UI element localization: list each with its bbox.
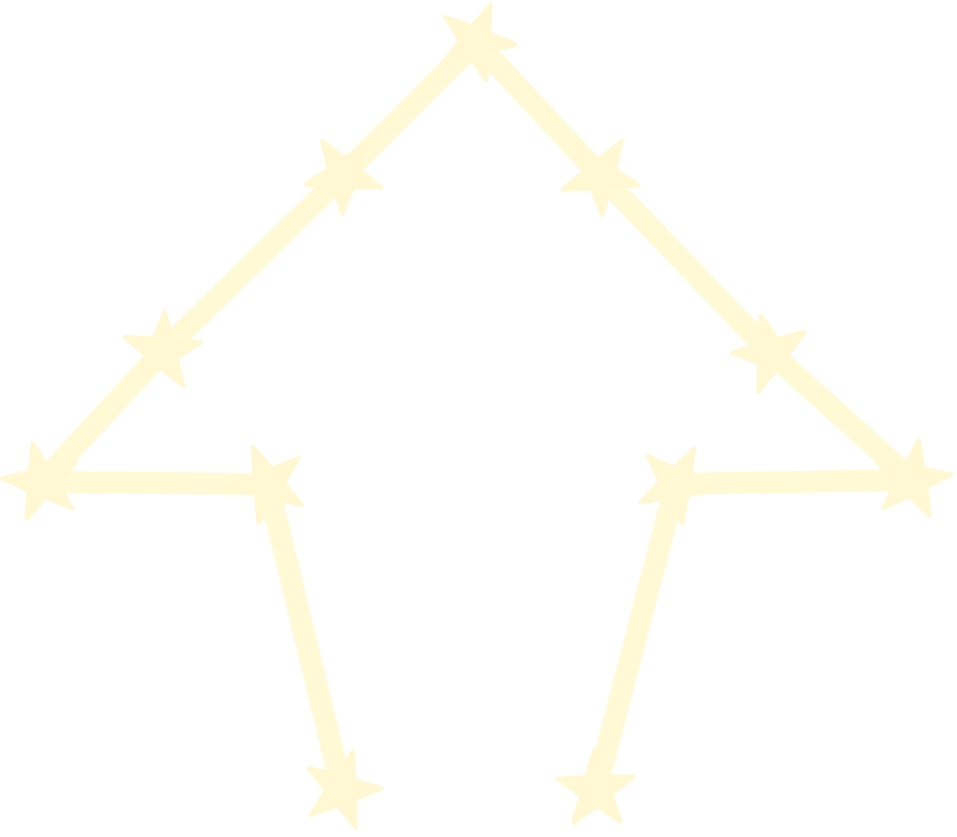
- star-icon-apex: [440, 2, 518, 83]
- star-icon-r1: [560, 139, 641, 217]
- arrow-segment-lc-li: [31, 471, 279, 495]
- star-icon-rc: [874, 438, 954, 518]
- arrow-segment-r1-r2: [589, 164, 783, 365]
- star-icon-rb: [555, 748, 636, 825]
- arrow-segment-rc-ri: [665, 469, 923, 495]
- star-icon-lb: [306, 749, 384, 830]
- star-icon-ri: [638, 446, 718, 526]
- arrow-segment-li-lb: [257, 473, 353, 801]
- arrow-segment-l1-l2: [151, 163, 355, 363]
- arrow-outline-segments: [31, 31, 923, 801]
- star-icon-l1: [303, 138, 384, 216]
- star-icon-l2: [122, 310, 203, 388]
- star-icon-li: [226, 444, 304, 525]
- star-icon-r2: [730, 313, 807, 394]
- arrow-segment-ri-rb: [585, 473, 687, 801]
- star-icon-lc: [0, 441, 79, 521]
